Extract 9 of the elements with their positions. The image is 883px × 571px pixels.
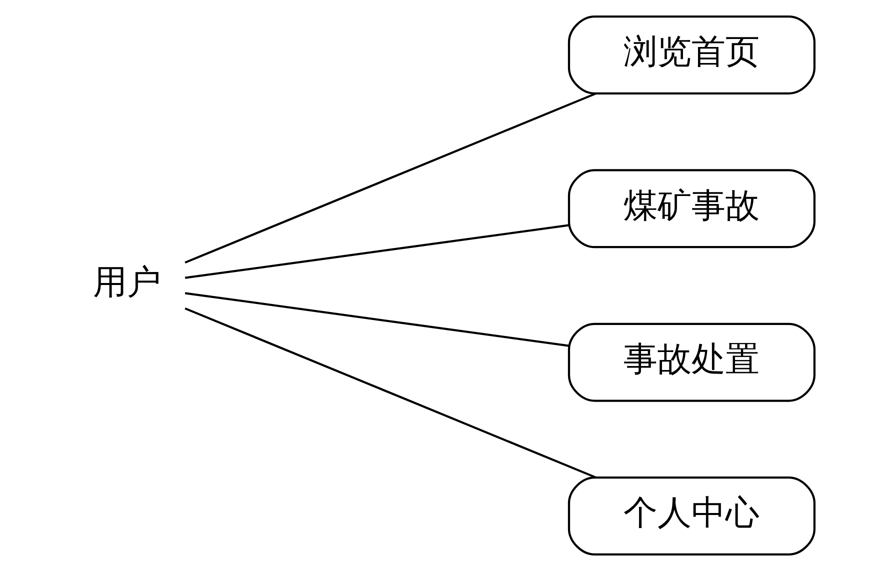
node-box: 事故处置 — [567, 322, 816, 402]
connector — [184, 307, 596, 479]
connector — [184, 292, 569, 347]
connector — [184, 224, 569, 279]
node-text: 用户 — [92, 262, 161, 303]
node-box: 个人中心 — [567, 476, 816, 556]
node-box: 煤矿事故 — [567, 169, 816, 248]
node-box: 浏览首页 — [567, 16, 816, 94]
connector — [184, 92, 596, 264]
